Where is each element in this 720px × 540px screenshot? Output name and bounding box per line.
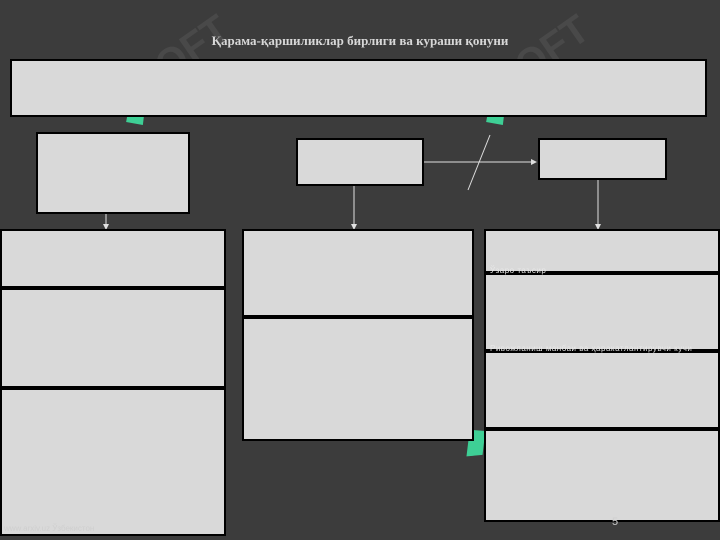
right-label-interaction: Ўзаро таъсир	[490, 266, 547, 275]
page-number: 5	[612, 516, 619, 528]
top-wide-box	[10, 59, 707, 117]
left-column-box-1	[0, 229, 226, 288]
right-column-box-1	[484, 229, 720, 273]
crossing-slash-line	[467, 134, 491, 191]
right-concept-box	[538, 138, 667, 180]
middle-concept-box	[296, 138, 424, 186]
footer-source: www.arxiv.uz Ўзбекистон	[4, 524, 95, 533]
right-column-box-2	[484, 273, 720, 351]
middle-column-box-1	[242, 229, 474, 317]
right-column-box-3	[484, 351, 720, 429]
middle-column-box-2	[242, 317, 474, 441]
left-concept-box	[36, 132, 190, 214]
right-column-box-4	[484, 429, 720, 522]
left-column-box-3	[0, 388, 226, 536]
slide-title: Қарама-қаршиликлар бирлиги ва кураши қон…	[211, 33, 509, 48]
right-label-source: Ривожланиш манбаи ва ҳаракатлантирувчи к…	[490, 344, 693, 353]
left-column-box-2	[0, 288, 226, 388]
